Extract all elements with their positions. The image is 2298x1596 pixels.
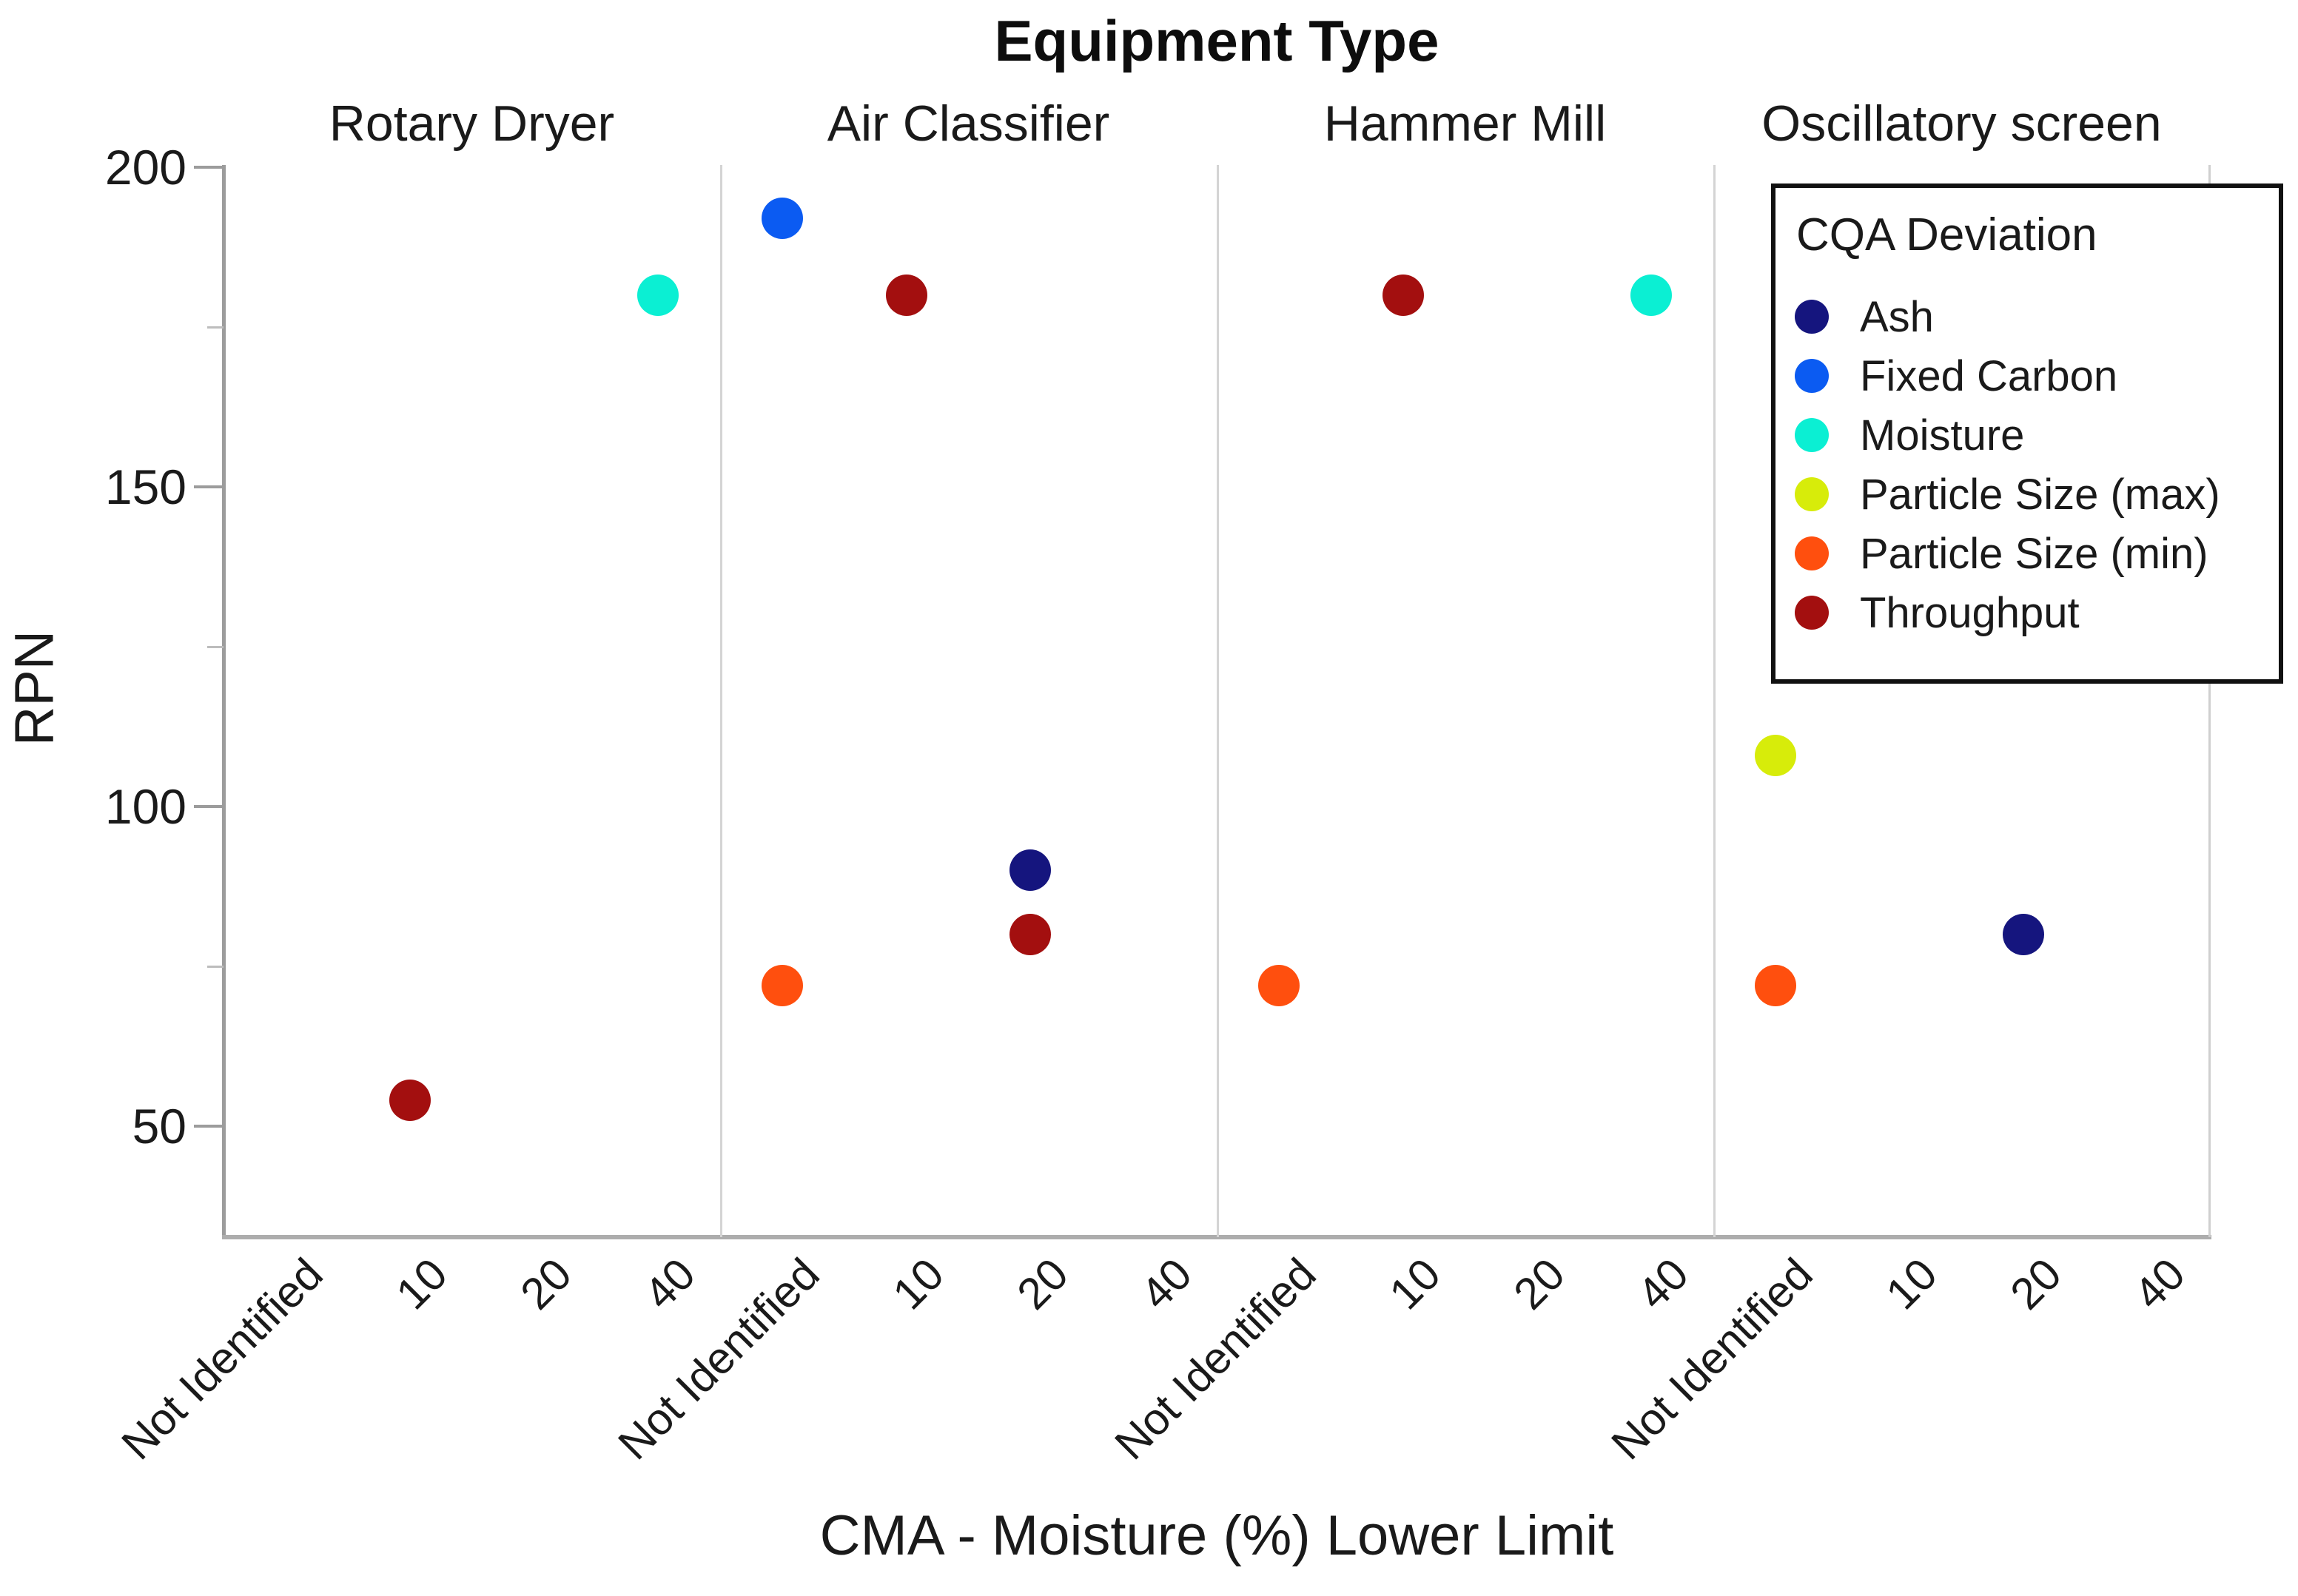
data-point (885, 274, 927, 316)
legend-label: Ash (1860, 292, 1934, 341)
legend-label: Particle Size (max) (1860, 470, 2220, 519)
x-tick-label: 40 (1131, 1248, 1202, 1319)
y-minor-tick (207, 966, 224, 968)
panel-divider (1713, 165, 1716, 1237)
y-tick-label: 200 (104, 140, 187, 195)
data-point (1257, 964, 1300, 1006)
chart-title: Equipment Type (994, 8, 1439, 73)
legend-row-5: Throughput (1775, 583, 2279, 642)
x-tick-label: 10 (386, 1248, 457, 1319)
y-tick-label: 100 (104, 779, 187, 834)
x-tick-label: 10 (1380, 1248, 1450, 1319)
legend-dot-icon (1795, 596, 1829, 630)
data-point (2003, 913, 2045, 955)
legend-dot-icon (1795, 536, 1829, 570)
x-tick-label: 20 (2000, 1248, 2071, 1319)
facet-title-3: Oscillatory screen (1761, 95, 2162, 152)
legend-row-0: Ash (1775, 287, 2279, 346)
plot-right-border (2208, 165, 2211, 1237)
data-point (637, 274, 679, 316)
legend-dot-icon (1795, 359, 1829, 393)
y-major-tick (194, 1125, 224, 1128)
legend-row-4: Particle Size (min) (1775, 524, 2279, 583)
data-point (1754, 964, 1796, 1006)
y-minor-tick (207, 326, 224, 329)
x-tick-label: 10 (1876, 1248, 1946, 1319)
y-tick-label: 150 (104, 459, 187, 514)
legend-dot-icon (1795, 418, 1829, 452)
legend-label: Fixed Carbon (1860, 351, 2118, 400)
facet-title-1: Air Classifier (827, 95, 1110, 152)
data-point (761, 198, 803, 240)
y-axis-title: RPN (3, 630, 65, 747)
y-major-tick (194, 485, 224, 488)
x-tick-label: 10 (883, 1248, 953, 1319)
legend-label: Throughput (1860, 588, 2080, 637)
legend-row-3: Particle Size (max) (1775, 465, 2279, 524)
x-tick-label: Not Identified (112, 1248, 333, 1469)
legend-label: Particle Size (min) (1860, 529, 2208, 578)
x-axis-line (222, 1235, 2211, 1239)
data-point (1009, 849, 1052, 892)
y-major-tick (194, 166, 224, 169)
x-tick-label: 20 (1007, 1248, 1078, 1319)
legend-title: CQA Deviation (1796, 209, 2097, 260)
x-tick-label: 40 (2124, 1248, 2195, 1319)
facet-title-2: Hammer Mill (1323, 95, 1607, 152)
legend-label: Moisture (1860, 411, 2025, 459)
data-point (1382, 274, 1424, 316)
y-axis-line (222, 165, 226, 1237)
data-point (761, 964, 803, 1006)
y-tick-label: 50 (132, 1099, 187, 1154)
x-tick-label: 20 (1504, 1248, 1574, 1319)
data-point (389, 1080, 431, 1122)
legend-dot-icon (1795, 300, 1829, 334)
legend-row-1: Fixed Carbon (1775, 346, 2279, 405)
legend-row-2: Moisture (1775, 405, 2279, 465)
legend-dot-icon (1795, 477, 1829, 511)
panel-divider (1217, 165, 1219, 1237)
data-point (1009, 913, 1052, 955)
data-point (1630, 274, 1673, 316)
data-point (1754, 734, 1796, 776)
x-axis-title: CMA - Moisture (%) Lower Limit (819, 1504, 1614, 1567)
x-tick-label: 20 (511, 1248, 581, 1319)
x-tick-label: 40 (1627, 1248, 1699, 1319)
panel-divider (720, 165, 722, 1237)
x-tick-label: 40 (634, 1248, 705, 1319)
y-minor-tick (207, 646, 224, 648)
y-major-tick (194, 805, 224, 808)
facet-title-0: Rotary Dryer (329, 95, 615, 152)
